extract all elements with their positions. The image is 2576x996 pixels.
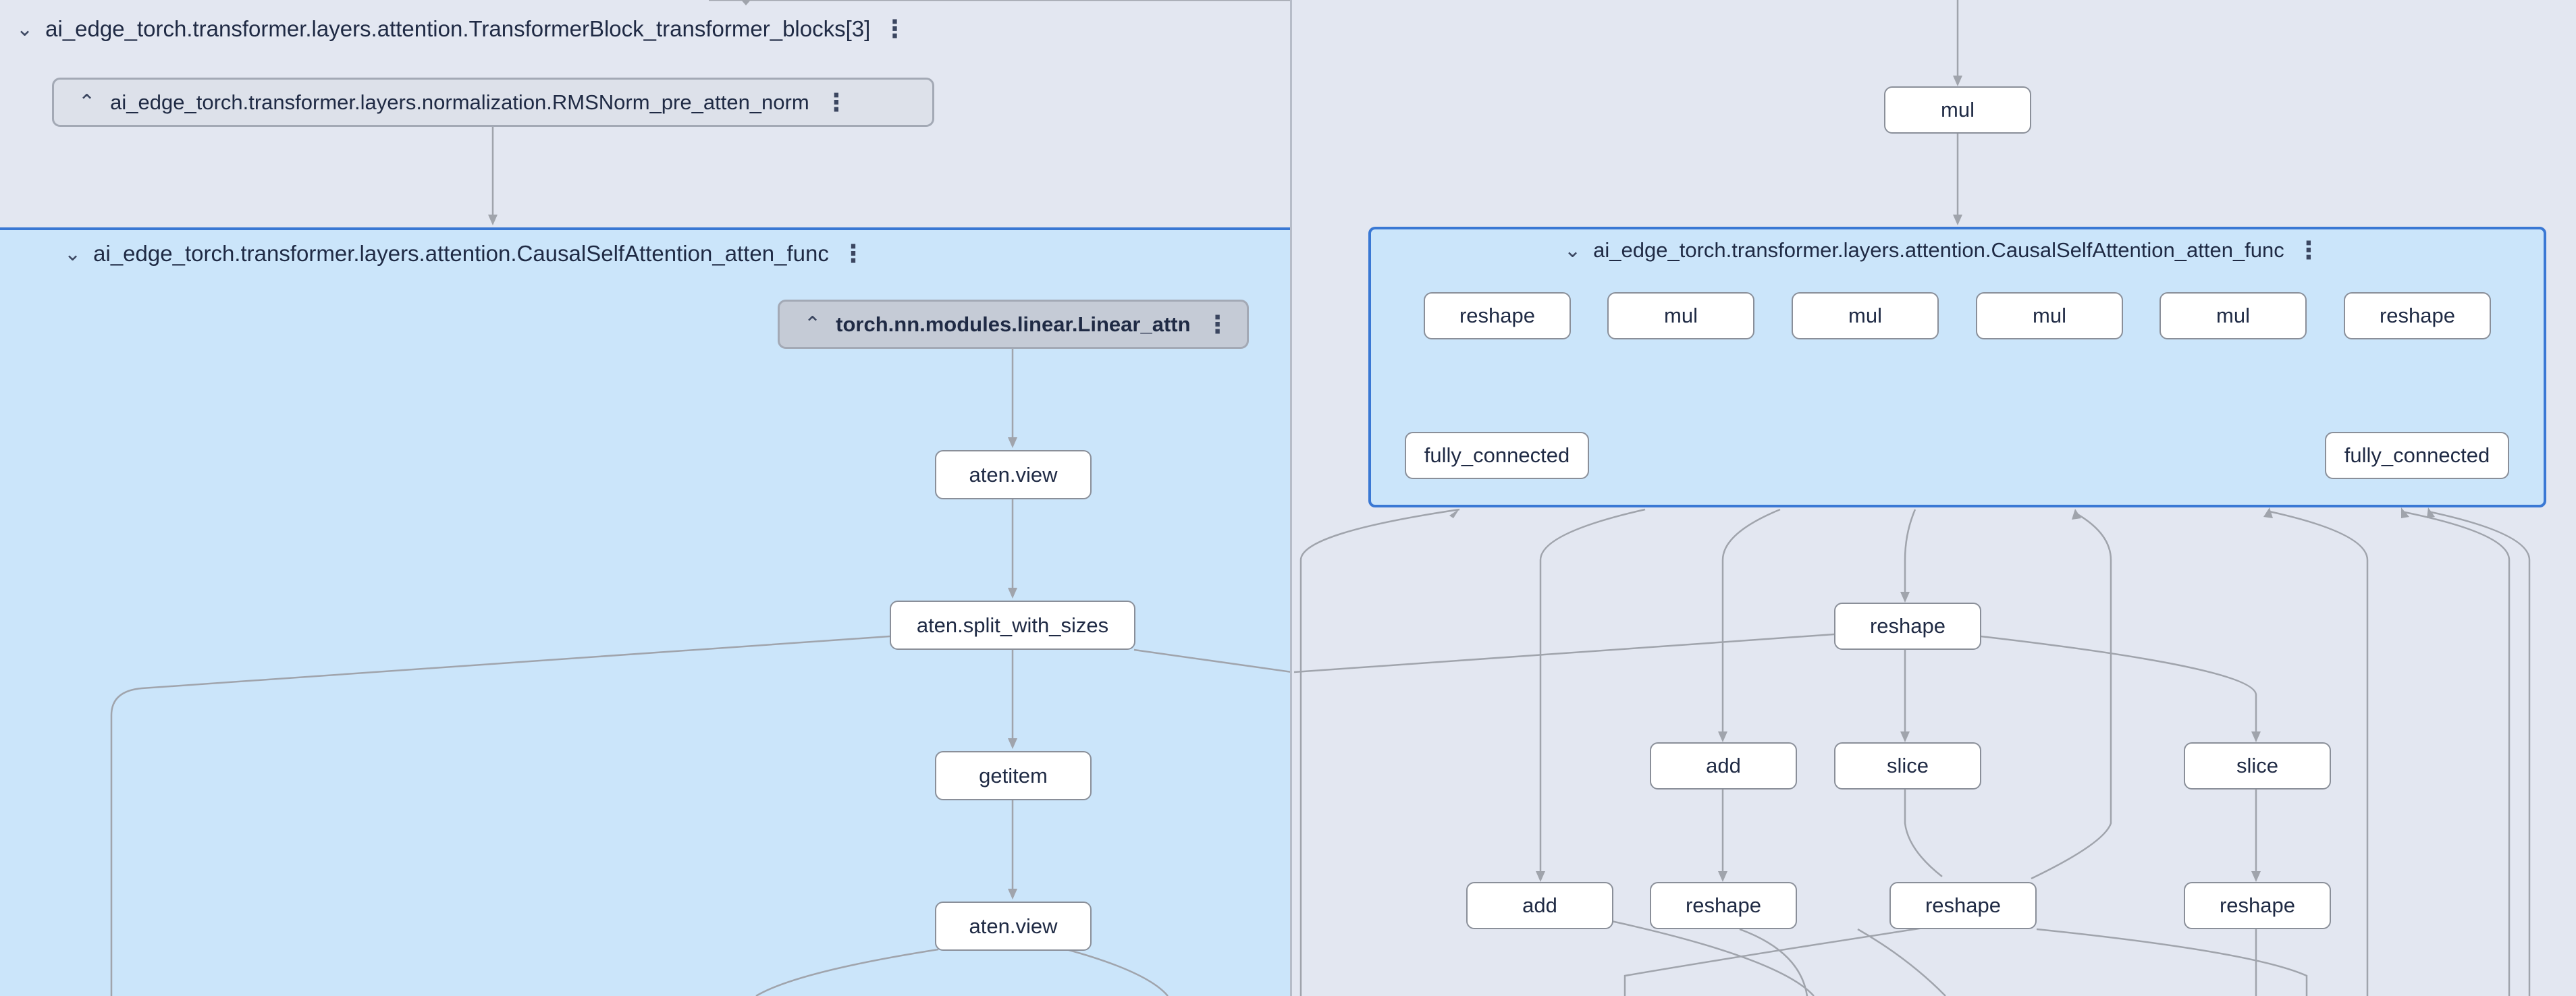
reshape-node[interactable]: reshape — [2184, 882, 2331, 929]
reshape-node[interactable]: reshape — [2344, 292, 2491, 339]
node-label: slice — [1886, 754, 1929, 777]
mul-node[interactable]: mul — [1976, 292, 2123, 339]
transformer-block-label: ai_edge_torch.transformer.layers.attenti… — [45, 16, 871, 41]
reshape-node[interactable]: reshape — [1424, 292, 1571, 339]
more-options-icon[interactable]: ⋮ — [2296, 236, 2321, 264]
node-label: aten.view — [969, 914, 1058, 938]
node-label: getitem — [979, 763, 1048, 787]
mul-node[interactable]: mul — [1884, 86, 2031, 134]
mul-node[interactable]: mul — [1607, 292, 1754, 339]
aten-view-node[interactable]: aten.view — [935, 450, 1092, 499]
more-options-icon[interactable]: ⋮ — [1205, 310, 1230, 338]
left-graph-pane[interactable]: ⌄ ai_edge_torch.transformer.layers.atten… — [0, 0, 1292, 996]
add-node[interactable]: add — [1466, 882, 1613, 929]
collapse-icon[interactable]: ⌄ — [1564, 239, 1582, 262]
more-options-icon[interactable]: ⋮ — [824, 88, 849, 116]
node-label: aten.split_with_sizes — [916, 613, 1109, 637]
fully-connected-node[interactable]: fully_connected — [1405, 432, 1589, 479]
node-label: mul — [1941, 98, 1975, 121]
aten-view-node[interactable]: aten.view — [935, 902, 1092, 951]
mul-node[interactable]: mul — [1792, 292, 1939, 339]
node-label: reshape — [1869, 614, 1946, 638]
more-options-icon[interactable]: ⋮ — [882, 15, 907, 43]
node-label: aten.view — [969, 462, 1058, 487]
linear-attn-node[interactable]: ⌃ torch.nn.modules.linear.Linear_attn ⋮ — [778, 300, 1249, 349]
linear-attn-label: torch.nn.modules.linear.Linear_attn — [836, 312, 1191, 336]
attention-group-title[interactable]: ⌄ ai_edge_torch.transformer.layers.atten… — [64, 240, 865, 268]
attention-group-title[interactable]: ⌄ ai_edge_torch.transformer.layers.atten… — [1564, 236, 2321, 265]
node-label: add — [1522, 893, 1557, 917]
collapse-icon[interactable]: ⌄ — [16, 18, 34, 40]
left-edges — [110, 0, 1290, 996]
node-label: slice — [2236, 754, 2278, 777]
node-label: fully_connected — [1424, 443, 1570, 467]
getitem-node[interactable]: getitem — [935, 751, 1092, 800]
node-label: reshape — [2379, 304, 2456, 327]
node-label: reshape — [1459, 304, 1536, 327]
node-label: fully_connected — [2344, 443, 2490, 467]
aten-split-with-sizes-node[interactable]: aten.split_with_sizes — [890, 601, 1135, 650]
expand-icon[interactable]: ⌃ — [78, 91, 96, 113]
mul-node[interactable]: mul — [2159, 292, 2307, 339]
node-label: mul — [2033, 304, 2066, 327]
node-label: mul — [2216, 304, 2250, 327]
node-label: mul — [1664, 304, 1698, 327]
attention-group-label: ai_edge_torch.transformer.layers.attenti… — [1593, 238, 2284, 262]
node-label: add — [1706, 754, 1741, 777]
node-label: reshape — [2219, 893, 2296, 917]
node-label: reshape — [1925, 893, 2002, 917]
right-graph-pane[interactable]: mul ⌄ ai_edge_torch.transformer.layers.a… — [1294, 0, 2576, 996]
attention-group-label: ai_edge_torch.transformer.layers.attenti… — [93, 241, 829, 266]
more-options-icon[interactable]: ⋮ — [840, 240, 865, 267]
node-label: reshape — [1685, 893, 1762, 917]
reshape-node[interactable]: reshape — [1650, 882, 1797, 929]
fully-connected-node[interactable]: fully_connected — [2325, 432, 2509, 479]
reshape-node[interactable]: reshape — [1889, 882, 2037, 929]
collapse-icon[interactable]: ⌄ — [64, 242, 82, 265]
slice-node[interactable]: slice — [2184, 742, 2331, 790]
expand-icon[interactable]: ⌃ — [804, 313, 822, 335]
rmsnorm-node[interactable]: ⌃ ai_edge_torch.transformer.layers.norma… — [52, 78, 934, 127]
slice-node[interactable]: slice — [1834, 742, 1981, 790]
transformer-block-title[interactable]: ⌄ ai_edge_torch.transformer.layers.atten… — [16, 15, 907, 43]
add-node[interactable]: add — [1650, 742, 1797, 790]
reshape-node[interactable]: reshape — [1834, 603, 1981, 650]
node-label: mul — [1848, 304, 1882, 327]
rmsnorm-label: ai_edge_torch.transformer.layers.normali… — [110, 90, 809, 114]
